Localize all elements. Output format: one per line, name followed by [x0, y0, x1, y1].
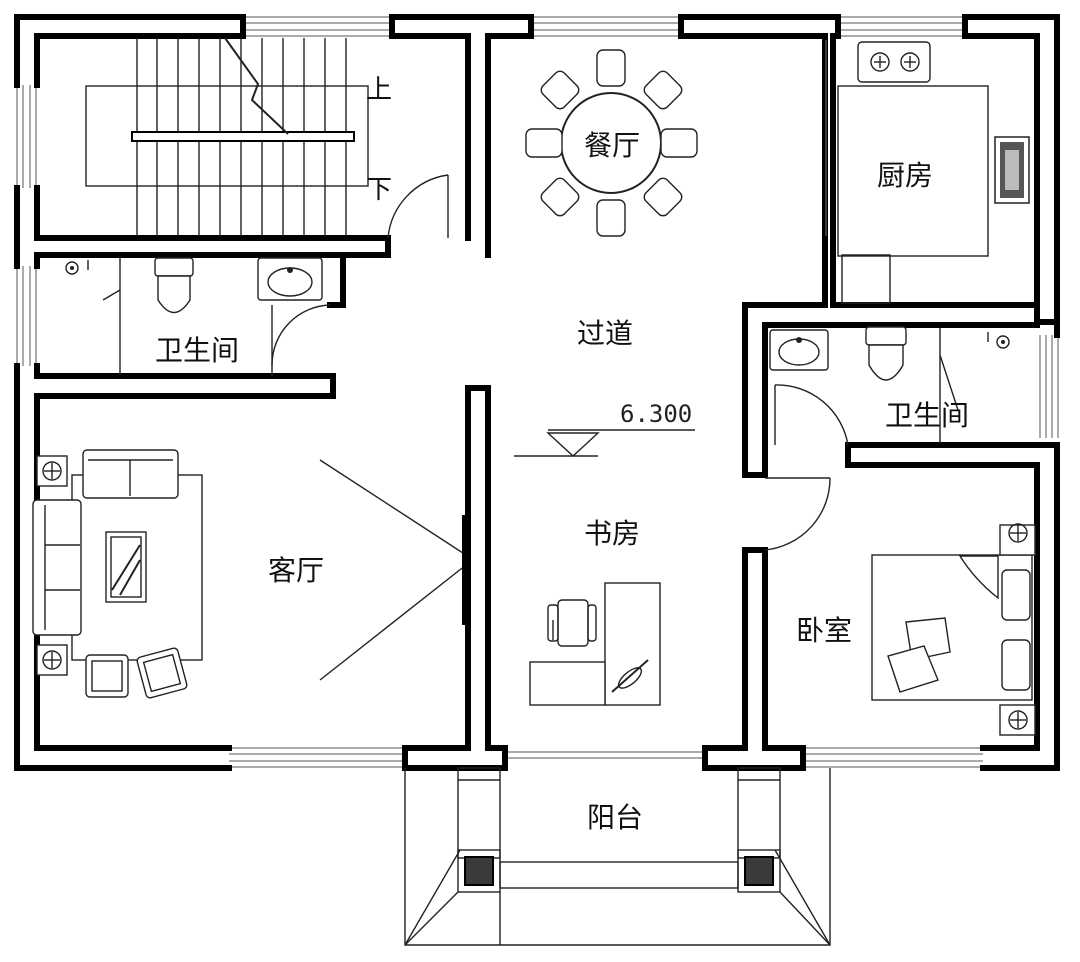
- dining-table: 餐厅: [525, 49, 698, 237]
- study-furniture: 书房: [529, 517, 661, 706]
- room-label-dining: 餐厅: [584, 129, 640, 162]
- room-label-living: 客厅: [268, 554, 324, 587]
- walls: [14, 14, 1060, 771]
- staircase: 上 下: [85, 37, 392, 236]
- room-label-bathroom-right: 卫生间: [885, 399, 969, 432]
- corridor: 过道 6.300: [514, 317, 695, 457]
- windows: [16, 16, 1059, 768]
- room-label-kitchen: 厨房: [877, 159, 933, 192]
- room-label-study: 书房: [584, 517, 640, 550]
- room-label-balcony: 阳台: [587, 801, 643, 834]
- room-label-bedroom: 卧室: [796, 614, 852, 647]
- room-label-corridor: 过道: [577, 317, 633, 350]
- stair-up-label: 上: [366, 75, 392, 105]
- bathroom-left-fixtures: 卫生间: [65, 257, 323, 375]
- room-label-bathroom-left: 卫生间: [155, 334, 239, 367]
- kitchen-fixtures: 厨房: [837, 41, 1030, 304]
- stair-down-label: 下: [366, 175, 392, 205]
- bedroom-furniture: 卧室: [796, 523, 1036, 736]
- living-room-furniture: 客厅: [32, 449, 324, 699]
- elevation-mark: 6.300: [620, 400, 692, 428]
- balcony: 阳台: [404, 767, 831, 946]
- bathroom-right-fixtures: 卫生间: [769, 326, 1010, 443]
- doors: [102, 40, 959, 681]
